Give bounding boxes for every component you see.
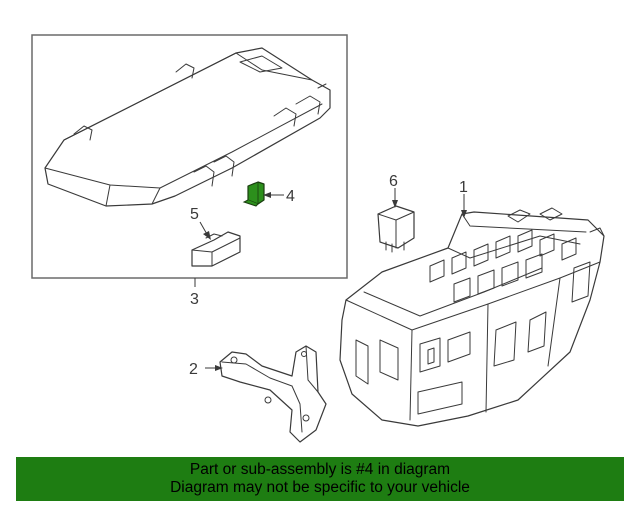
callout-5: 5 (190, 206, 199, 223)
info-banner: Part or sub-assembly is #4 in diagram Di… (16, 457, 624, 501)
leader-lines (194, 188, 467, 371)
fuse-box-body-part-1[interactable] (339, 207, 605, 427)
callout-2: 2 (189, 361, 198, 378)
terminal-part-5[interactable] (191, 231, 241, 267)
relay-part-6[interactable] (377, 205, 415, 253)
parts-diagram: 1 6 5 4 3 2 (31, 34, 605, 443)
bracket-part-2[interactable] (219, 345, 327, 443)
cover-inset-box (31, 34, 348, 279)
banner-line-part: Part or sub-assembly is #4 in diagram (189, 461, 451, 478)
highlighted-clip-part-4[interactable] (242, 181, 265, 207)
banner-line-disclaimer: Diagram may not be specific to your vehi… (170, 479, 470, 496)
callout-1: 1 (459, 179, 468, 196)
callout-4: 4 (286, 188, 295, 205)
callout-6: 6 (389, 173, 398, 190)
fuse-box-cover[interactable] (44, 47, 331, 207)
callout-3: 3 (190, 291, 199, 308)
